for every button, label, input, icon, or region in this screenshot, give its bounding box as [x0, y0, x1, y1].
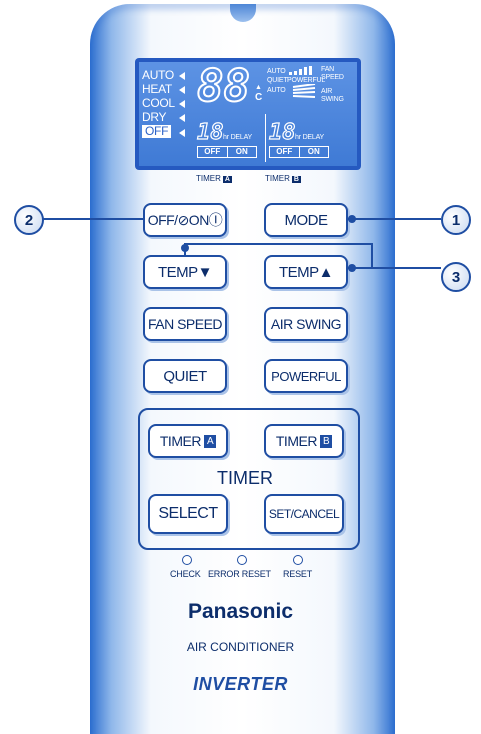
ir-emitter [230, 4, 256, 22]
inverter-logo: INVERTER [193, 674, 288, 694]
lcd-fan-speed-line2: SPEED [321, 74, 344, 81]
error-reset-label: ERROR RESET [208, 569, 271, 579]
brand-logo: Panasonic [187, 600, 294, 623]
air-swing-button[interactable]: AIR SWING [264, 307, 348, 341]
callout-2: 2 [14, 205, 44, 235]
check-label: CHECK [170, 569, 201, 579]
lcd-timer-b-digits: 18 [268, 120, 296, 145]
mode-button[interactable]: MODE [264, 203, 348, 237]
lcd-fan-auto: AUTO [267, 68, 286, 75]
product-subtitle: AIR CONDITIONER [186, 640, 295, 654]
swing-louver-icon [292, 84, 316, 98]
mode-pointer-icon [179, 86, 185, 94]
callout-1: 1 [441, 205, 471, 235]
timer-a-badge: A [203, 434, 217, 448]
lcd-mode-auto: AUTO [142, 68, 174, 82]
lcd-timer-b-off-on: OFF ON [269, 146, 329, 158]
quiet-button[interactable]: QUIET [143, 359, 227, 393]
off-on-button[interactable]: OFF/⊘ONⒾ [143, 203, 227, 237]
mode-pointer-icon [179, 72, 185, 80]
mode-pointer-icon [179, 114, 185, 122]
timer-group-frame [138, 408, 360, 550]
lcd-air-swing-line2: SWING [321, 96, 344, 103]
lcd-mode-cool: COOL [142, 96, 175, 110]
lcd-powerful: POWERFUL [287, 77, 326, 84]
lcd-divider [265, 114, 266, 162]
set-cancel-button[interactable]: SET/CANCEL [264, 494, 344, 534]
lcd-timer-b-off: OFF [276, 147, 293, 156]
select-button[interactable]: SELECT [148, 494, 228, 534]
fan-bars-icon [289, 66, 312, 75]
fan-speed-button[interactable]: FAN SPEED [143, 307, 227, 341]
mode-pointer-icon [179, 100, 185, 108]
lcd-timer-a-off: OFF [204, 147, 221, 156]
lcd-display: AUTO HEAT COOL DRY OFF 88 ▲ C AUTO QUIET… [135, 58, 361, 170]
reset-label: RESET [283, 569, 313, 579]
error-reset-pinhole[interactable] [237, 555, 247, 565]
temp-down-button[interactable]: TEMP▼ [143, 255, 227, 289]
up-triangle-icon: ▲ [255, 84, 262, 91]
mode-pointer-icon [179, 129, 185, 137]
lcd-timer-a-off-on: OFF ON [197, 146, 257, 158]
reset-pinhole[interactable] [293, 555, 303, 565]
callout-3: 3 [441, 262, 471, 292]
lcd-mode-dry: DRY [142, 110, 167, 124]
lcd-timer-a-digits: 18 [196, 120, 224, 145]
lcd-quiet: QUIET [267, 77, 288, 84]
powerful-button[interactable]: POWERFUL [264, 359, 348, 393]
lcd-fan-speed-line1: FAN [321, 66, 335, 73]
lcd-timer-a-hr-delay: hr DELAY [223, 134, 253, 141]
lcd-temperature-digits: 88 [196, 62, 251, 112]
check-pinhole[interactable] [182, 555, 192, 565]
lcd-timer-a-on: ON [226, 147, 257, 157]
lcd-mode-heat: HEAT [142, 82, 172, 96]
lcd-unit: C [255, 92, 263, 103]
lcd-screen: AUTO HEAT COOL DRY OFF 88 ▲ C AUTO QUIET… [139, 62, 357, 166]
lcd-timer-b-hr-delay: hr DELAY [295, 134, 325, 141]
timer-b-badge: B [319, 434, 333, 448]
lcd-timer-b-on: ON [298, 147, 329, 157]
lcd-swing-auto: AUTO [267, 87, 286, 94]
temp-up-button[interactable]: TEMP▲ [264, 255, 348, 289]
lcd-air-swing-line1: AIR [321, 88, 333, 95]
lcd-mode-off: OFF [142, 125, 172, 138]
